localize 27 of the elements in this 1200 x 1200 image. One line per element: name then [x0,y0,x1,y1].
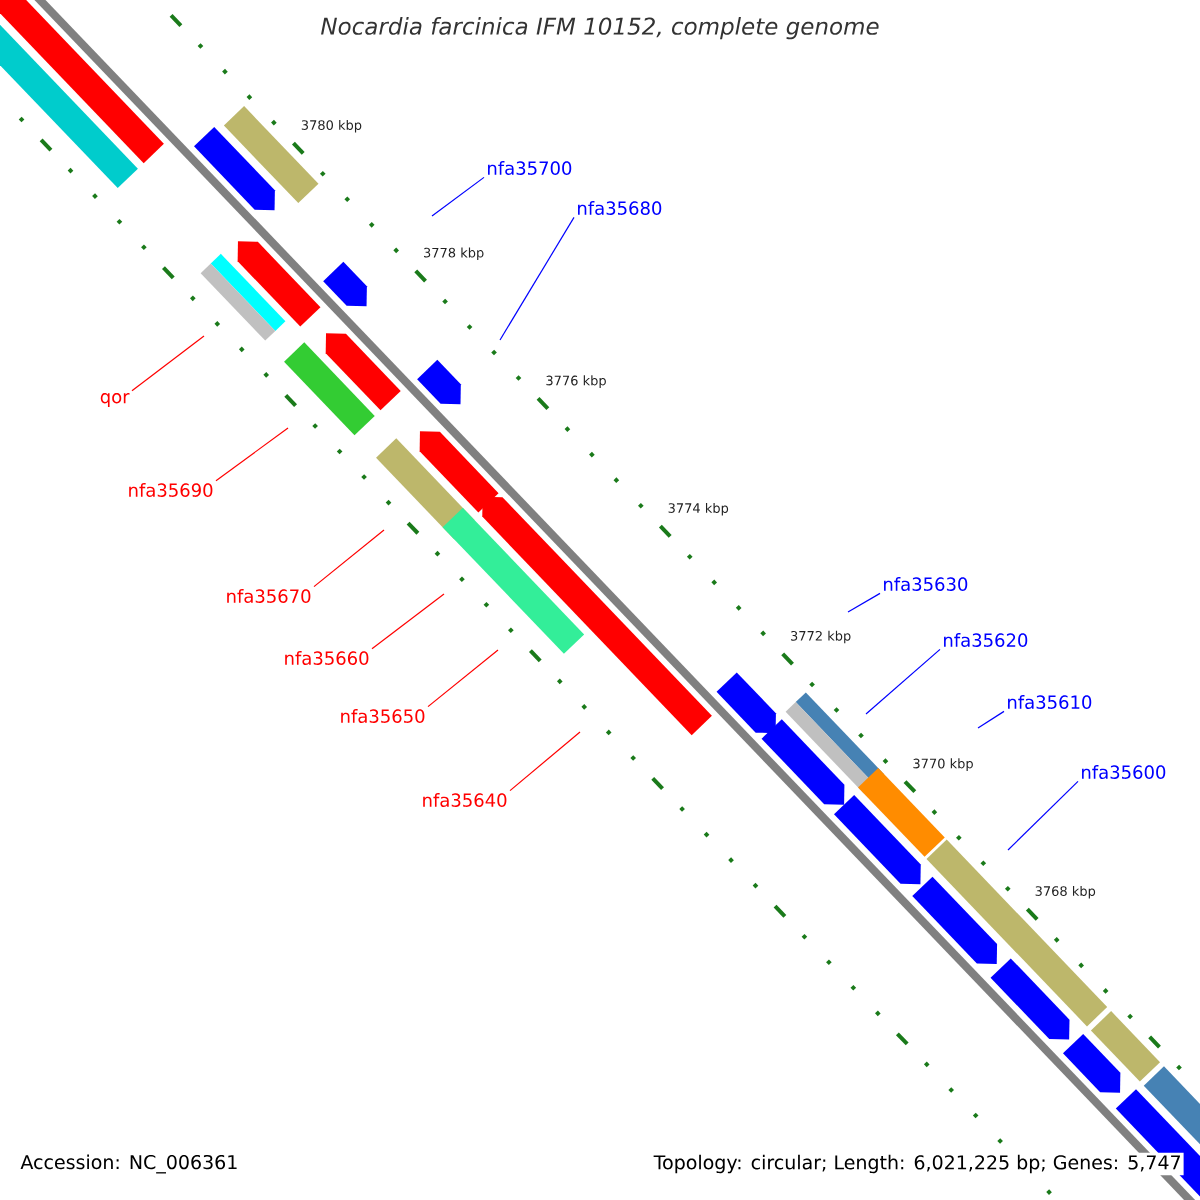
leader-line [865,648,941,715]
leader-line [1007,780,1079,851]
leader-line [499,216,575,341]
leader-line [427,649,499,708]
leader-line [371,593,445,650]
gene-label: nfa35600 [1082,765,1166,779]
gene-label: nfa35650 [341,709,425,723]
gene-label: nfa35700 [488,161,572,175]
leader-line [431,176,485,217]
leader-line [215,427,289,482]
gene-label: nfa35630 [884,577,968,591]
title: Nocardia farcinica IFM 10152, complete genome [321,17,879,40]
leader-line [977,710,1005,729]
gene-label: nfa35680 [578,201,662,215]
leader-line [313,529,385,588]
gene-label: nfa35620 [944,633,1028,647]
leader-line [131,335,205,392]
gene-label: qor [100,393,130,407]
gene-label: nfa35660 [285,651,369,665]
accession-text: Accession: NC_006361 [18,1152,241,1176]
leader-line [847,592,881,613]
gene-label: nfa35690 [129,483,213,497]
genome-info-text: Topology: circular; Length: 6,021,225 bp; Genes: 5,747 [651,1152,1184,1176]
gene-label: nfa35610 [1008,695,1092,709]
gene-label: nfa35670 [227,589,311,603]
leader-line [509,731,581,792]
gene-label: nfa35640 [423,793,507,807]
